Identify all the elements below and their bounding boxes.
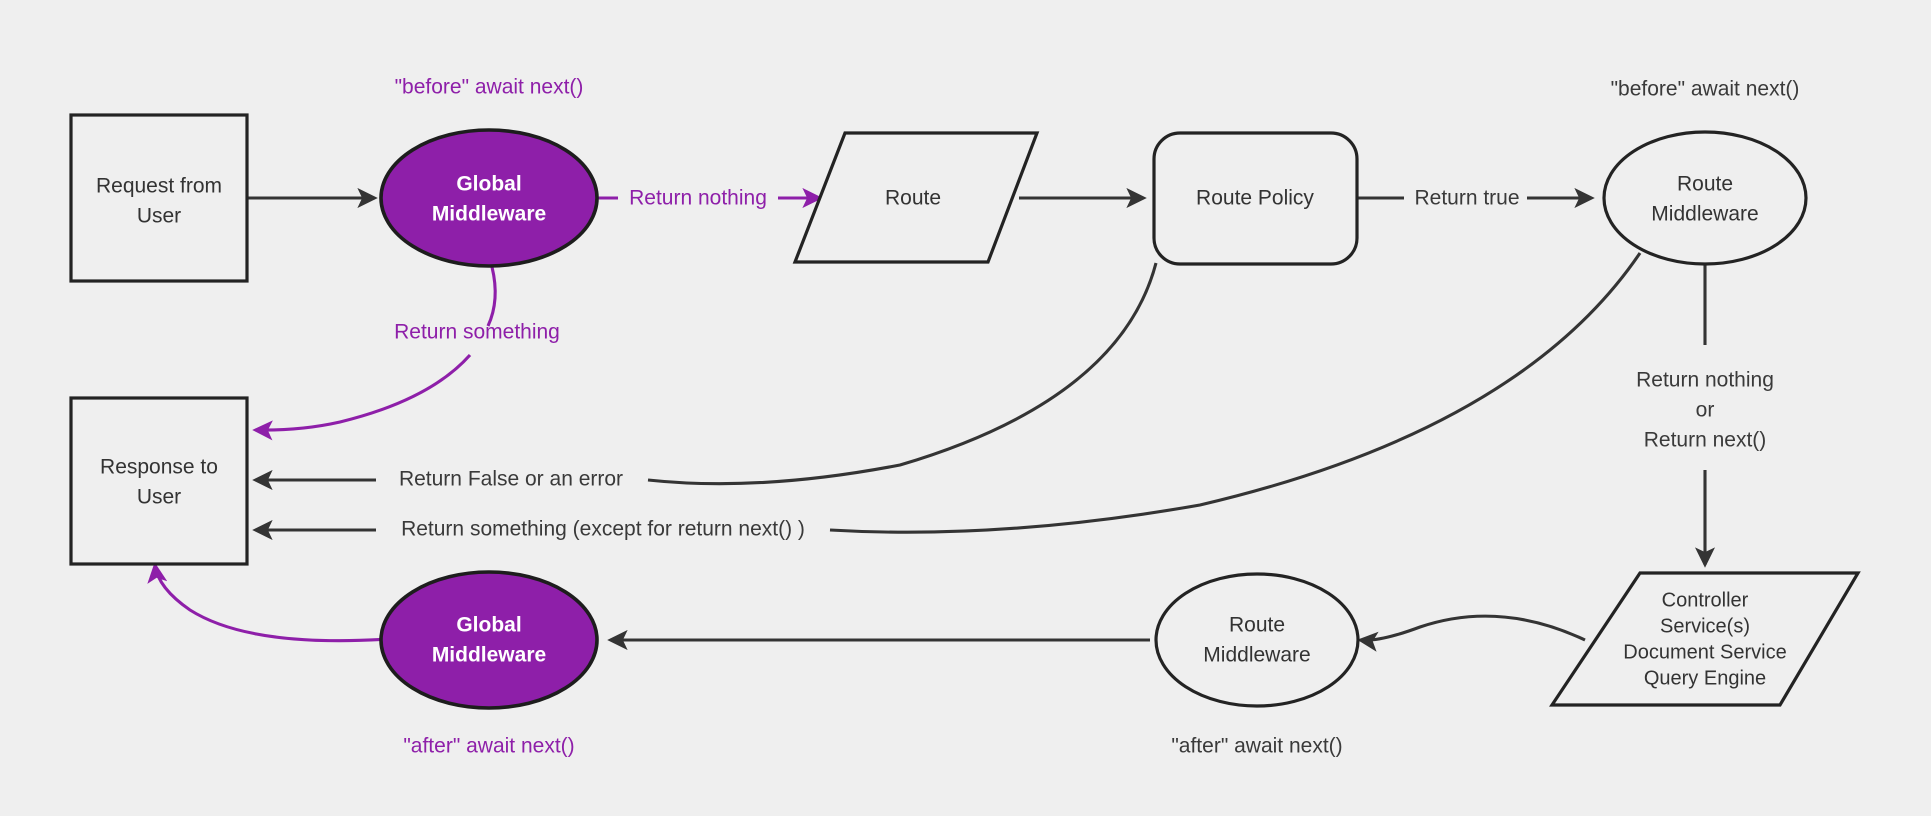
edge-label-return-nothing-or-next-line1: Return nothing xyxy=(1636,369,1774,392)
global-middleware-bottom-label-line1: Global xyxy=(456,614,521,637)
controller-service-label-line4: Query Engine xyxy=(1644,667,1766,689)
node-route-middleware-top[interactable]: Route Middleware xyxy=(1602,130,1808,266)
node-route[interactable]: Route xyxy=(792,131,1040,264)
node-global-middleware-top[interactable]: Global Middleware xyxy=(379,128,599,268)
edge-label-return-false-or-error: Return False or an error xyxy=(399,468,623,491)
node-controller-service[interactable]: Controller Service(s) Document Service Q… xyxy=(1549,571,1861,707)
edge-route-middleware-to-response-curve xyxy=(829,252,1642,534)
route-middleware-bottom-label-line1: Route xyxy=(1229,614,1285,637)
route-shape xyxy=(792,131,1040,264)
controller-service-label-line2: Service(s) xyxy=(1660,615,1750,637)
node-global-middleware-bottom[interactable]: Global Middleware xyxy=(379,570,599,710)
annotation-before-await-next-top-left: "before" await next() xyxy=(395,76,584,99)
global-middleware-bottom-shape xyxy=(379,570,599,710)
route-middleware-top-label-line1: Route xyxy=(1677,173,1733,196)
edge-label-return-something-except: Return something (except for return next… xyxy=(401,518,805,541)
edge-route-policy-to-response-curve xyxy=(647,262,1158,486)
global-middleware-top-label-line2: Middleware xyxy=(432,203,546,226)
global-middleware-bottom-label-line2: Middleware xyxy=(432,644,546,667)
route-middleware-bottom-shape xyxy=(1154,572,1360,708)
edge-global-middleware-bottom-to-response xyxy=(147,562,391,643)
edge-global-middleware-to-response xyxy=(252,353,472,441)
route-middleware-top-label-line2: Middleware xyxy=(1651,203,1758,226)
edge-global-middleware-return-something-stub xyxy=(486,266,497,327)
edge-label-return-true: Return true xyxy=(1414,187,1519,210)
edge-label-return-something: Return something xyxy=(394,321,560,344)
request-from-user-label-line2: User xyxy=(137,205,181,228)
controller-service-label-line3: Document Service xyxy=(1623,641,1786,663)
node-response-to-user[interactable]: Response to User xyxy=(69,396,249,566)
annotation-after-await-next-bottom-right: "after" await next() xyxy=(1171,735,1342,758)
edge-label-return-nothing: Return nothing xyxy=(629,187,767,210)
annotation-before-await-next-top-right: "before" await next() xyxy=(1611,78,1800,101)
node-route-policy[interactable]: Route Policy xyxy=(1152,131,1359,266)
controller-service-shape xyxy=(1549,571,1861,707)
route-policy-label: Route Policy xyxy=(1196,187,1314,210)
response-to-user-label-line1: Response to xyxy=(100,456,218,479)
node-request-from-user[interactable]: Request from User xyxy=(69,113,249,283)
edge-controller-to-route-middleware-bottom xyxy=(1357,614,1586,652)
global-middleware-top-label-line1: Global xyxy=(456,173,521,196)
response-to-user-shape xyxy=(69,396,249,566)
route-policy-shape xyxy=(1152,131,1359,266)
edge-label-return-nothing-or-next-line3: Return next() xyxy=(1644,429,1767,452)
route-middleware-top-shape xyxy=(1602,130,1808,266)
node-route-middleware-bottom[interactable]: Route Middleware xyxy=(1154,572,1360,708)
route-middleware-bottom-label-line2: Middleware xyxy=(1203,644,1310,667)
annotation-after-await-next-bottom-left: "after" await next() xyxy=(403,735,574,758)
global-middleware-top-shape xyxy=(379,128,599,268)
edge-label-return-nothing-or-next-line2: or xyxy=(1696,399,1715,422)
request-from-user-shape xyxy=(69,113,249,283)
response-to-user-label-line2: User xyxy=(137,486,181,509)
request-from-user-label-line1: Request from xyxy=(96,175,222,198)
controller-service-label-line1: Controller xyxy=(1662,589,1749,611)
route-label: Route xyxy=(885,187,941,210)
